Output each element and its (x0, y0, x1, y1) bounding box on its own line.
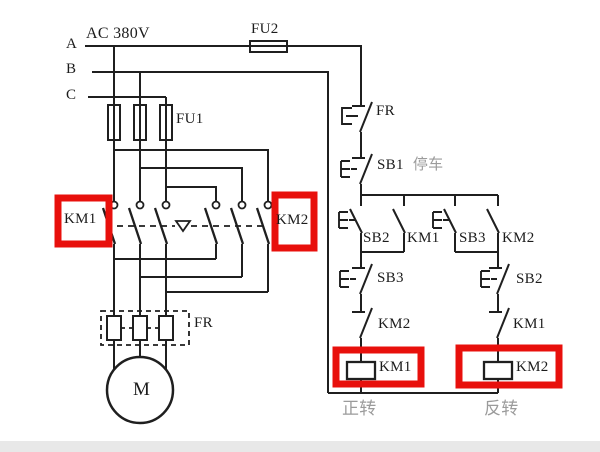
motor-label: M (133, 379, 151, 400)
thermal-relay-power (100, 310, 190, 346)
phase-a-line (85, 45, 362, 106)
fu1-label: FU1 (176, 111, 204, 127)
bottom-strip (0, 441, 600, 452)
sb3-label: SB3 (459, 230, 486, 246)
km2-interlock-label: KM2 (378, 316, 411, 332)
crossover-a (114, 149, 269, 201)
highlight-km1-main (54, 194, 113, 248)
sb3-nc-interlock (339, 252, 373, 312)
sb3-no-contact (432, 195, 457, 252)
sb1-nc-contact (340, 153, 373, 195)
fr-dashed-box (100, 310, 190, 346)
sb2-nc-interlock (480, 252, 510, 312)
stop-caption: 停车 (412, 157, 444, 173)
main-contacts (101, 200, 273, 245)
km1-interlock-label: KM1 (513, 316, 546, 332)
pushbutton-icon (480, 270, 497, 288)
km1-coil (345, 360, 377, 381)
km1-coil-label: KM1 (379, 359, 412, 375)
fu1-fuse-c (159, 104, 173, 141)
sb2-no-contact (338, 195, 363, 252)
fr-actuator-icon (341, 107, 358, 125)
pushbutton-icon (339, 270, 356, 288)
km2-aux-label: KM2 (502, 230, 535, 246)
fr-power-label: FR (194, 315, 213, 331)
fr-nc-contact (341, 101, 373, 158)
supply-voltage-label: AC 380V (86, 25, 150, 42)
km2-aux-contact (486, 195, 500, 252)
fr-contact-label: FR (376, 103, 395, 119)
reverse-caption: 反转 (484, 399, 519, 418)
km1-main-label: KM1 (64, 211, 97, 227)
sb2-label: SB2 (363, 230, 390, 246)
control-circuit-wires (328, 101, 514, 394)
phase-b-label: B (66, 61, 77, 77)
forward-caption: 正转 (342, 399, 377, 418)
km1-main-contact-blades (101, 207, 169, 245)
highlight-km1-coil (332, 346, 425, 388)
km1-nc-interlock (489, 307, 510, 362)
pushbutton-icon (340, 160, 357, 178)
km1-aux-label: KM1 (407, 230, 440, 246)
highlight-km2-main (271, 191, 318, 252)
crossover-c (166, 186, 217, 201)
phase-a-label: A (66, 36, 78, 52)
sb3-interlock-label: SB3 (377, 270, 404, 286)
merge-lines (114, 258, 268, 293)
sb2-interlock-label: SB2 (516, 271, 543, 287)
km2-coil (482, 360, 514, 381)
sb1-label: SB1 停车 (377, 157, 444, 174)
fuses (107, 40, 288, 141)
highlight-boxes (54, 191, 563, 389)
km2-nc-interlock (352, 307, 373, 362)
km1-aux-contact (392, 195, 406, 252)
power-circuit-wires (85, 45, 362, 393)
phase-b-line (92, 71, 329, 393)
linkage-triangle (174, 220, 192, 233)
fu1-fuse-b (133, 104, 147, 141)
fu2-label: FU2 (251, 21, 279, 37)
fu1-fuse-a (107, 104, 121, 141)
pushbutton-icon (432, 211, 449, 229)
motor-circle (105, 355, 175, 425)
km2-coil-label: KM2 (516, 359, 549, 375)
km2-main-label: KM2 (276, 212, 309, 228)
crossover-b (140, 167, 243, 201)
sb1-text: SB1 (377, 157, 404, 173)
highlight-km2-coil (455, 344, 563, 389)
pushbutton-icon (338, 211, 355, 229)
phase-c-label: C (66, 87, 77, 103)
fu2-fuse (249, 40, 288, 53)
